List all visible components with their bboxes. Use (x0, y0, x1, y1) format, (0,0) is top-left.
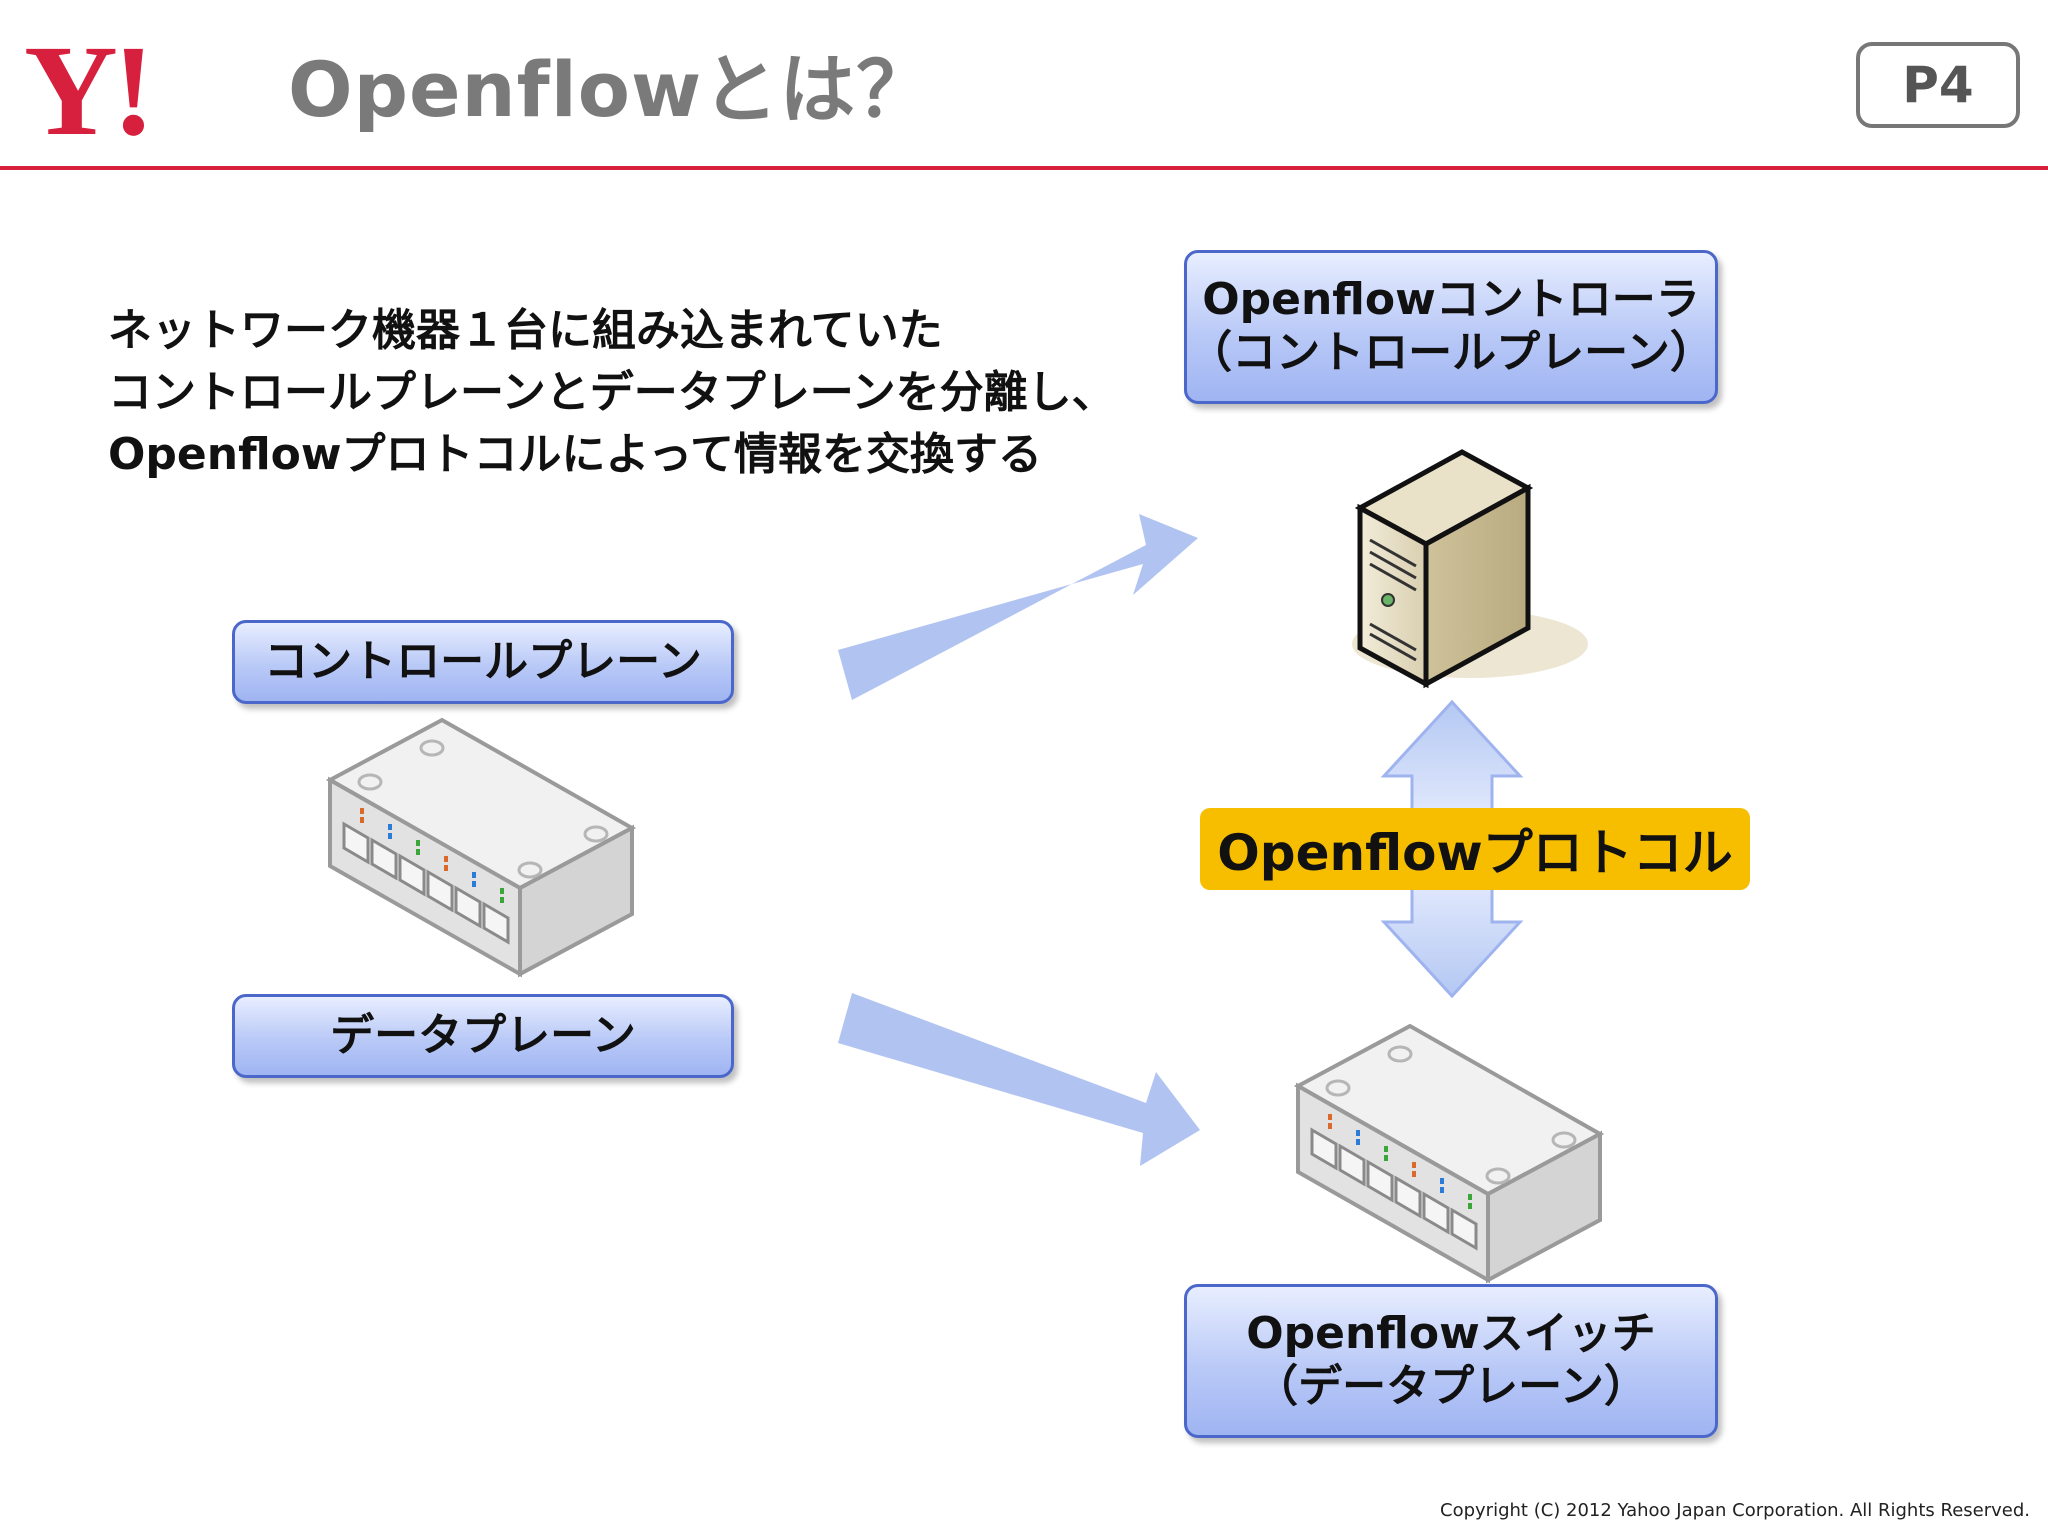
page-number-badge: P4 (1856, 42, 2020, 128)
copyright-footer: Copyright (C) 2012 Yahoo Japan Corporati… (1440, 1500, 2030, 1521)
yahoo-logo: Y! (24, 30, 155, 150)
description-line-1: ネットワーク機器１台に組み込まれていた (108, 305, 943, 356)
network-switch-icon (1293, 1023, 1605, 1284)
arrow-up-right-icon (838, 514, 1198, 700)
control-plane-label: コントロールプレーン (232, 620, 734, 704)
network-switch-icon (325, 717, 637, 978)
server-icon (1352, 449, 1588, 689)
data-plane-label: データプレーン (232, 994, 734, 1078)
controller-label-line1: Openflowコントローラ (1202, 274, 1700, 326)
switch-label-line1: Openflowスイッチ (1246, 1308, 1656, 1360)
switch-label-line2: （データプレーン） (1254, 1361, 1648, 1412)
header-divider (0, 166, 2048, 170)
openflow-protocol-label: Openflowプロトコル (1200, 808, 1750, 890)
description-line-2: コントロールプレーンとデータプレーンを分離し、 (108, 367, 1116, 418)
openflow-controller-label: Openflowコントローラ （コントロールプレーン） (1184, 250, 1718, 404)
description: ネットワーク機器１台に組み込まれていた コントロールプレーンとデータプレーンを分… (108, 300, 1116, 486)
logo-text: Y! (24, 30, 149, 150)
page-title: Openflowとは？ (288, 45, 934, 134)
openflow-switch-label: Openflowスイッチ （データプレーン） (1184, 1284, 1718, 1438)
arrow-down-right-icon (838, 993, 1200, 1166)
controller-label-line2: （コントロールプレーン） (1188, 327, 1714, 378)
control-plane-label-text: コントロールプレーン (264, 635, 702, 687)
description-line-3: Openflowプロトコルによって情報を交換する (108, 429, 1043, 480)
data-plane-label-text: データプレーン (330, 1009, 636, 1061)
